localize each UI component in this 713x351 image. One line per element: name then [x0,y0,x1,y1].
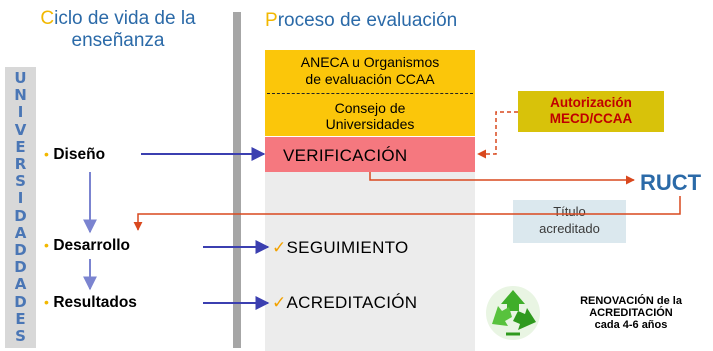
arrow-verificacion-ruct [369,172,635,185]
consejo-line2: Universidades [325,116,415,132]
uni-letter: A [14,275,27,294]
bullet-icon: • [44,294,49,310]
consejo-line1: Consejo de [334,100,406,116]
column-divider [233,12,241,348]
titulo-line1: Título [553,204,586,219]
right-heading: Proceso de evaluación [265,10,457,32]
aneca-line1: ANECA u Organismos [300,54,440,70]
renovacion-line1: RENOVACIÓN de la [580,295,682,307]
acreditacion-label: ✓ACREDITACIÓN [272,293,417,313]
left-heading-rest: iclo de vida de la [54,8,196,29]
arrow-ruct-desarrollo [133,196,681,231]
left-heading-line2: enseñanza [71,30,165,51]
right-heading-initial: P [265,10,278,31]
aneca-line2: de evaluación CCAA [305,71,435,87]
titulo-acreditado-note: Título acreditado [513,200,626,243]
uni-letter: N [14,86,27,105]
uni-letter: I [17,103,24,122]
verificacion-box [265,137,475,172]
stage-diseno: • Diseño [44,146,105,164]
universidades-bar [5,67,36,348]
uni-letter: E [15,309,26,328]
bullet-icon: • [44,237,49,253]
ruct-label: RUCT [640,170,702,195]
autorizacion-line2: MECD/CCAA [549,111,633,126]
renovacion-label: RENOVACIÓN de la ACREDITACIÓN cada 4-6 a… [560,295,702,331]
uni-letter: A [14,223,27,242]
titulo-line2: acreditado [539,221,600,236]
uni-letter: I [17,189,24,208]
left-heading-initial: C [40,8,55,29]
uni-letter: S [15,172,26,191]
aneca-label: ANECA u Organismos de evaluación CCAA [265,54,475,88]
left-heading: Ciclo de vida de la enseñanza [8,8,228,52]
acreditacion-text: ACREDITACIÓN [286,293,418,312]
seguimiento-label: ✓SEGUIMIENTO [272,238,409,258]
uni-letter: E [15,137,26,156]
aneca-divider [267,93,473,94]
stage-diseno-label: Diseño [53,146,106,163]
check-icon: ✓ [272,238,287,257]
stage-desarrollo: • Desarrollo [44,237,130,255]
verificacion-label: VERIFICACIÓN [283,146,408,165]
renovacion-line3: cada 4-6 años [594,319,668,331]
uni-letter: U [14,69,27,87]
uni-letter: V [14,120,27,139]
uni-letter: D [14,292,27,311]
seguimiento-text: SEGUIMIENTO [286,238,409,257]
recycle-icon [486,286,540,340]
stage-resultados-label: Resultados [53,294,137,311]
process-panel [265,172,475,351]
uni-letter: D [14,258,27,277]
check-icon: ✓ [272,293,287,312]
consejo-label: Consejo de Universidades [265,100,475,132]
autorizacion-box: Autorización MECD/CCAA [518,91,664,132]
stage-resultados: • Resultados [44,294,137,312]
uni-letter: S [15,327,26,346]
uni-letter: D [14,206,27,225]
renovacion-line2: ACREDITACIÓN [589,307,673,319]
bullet-icon: • [44,146,49,162]
universidades-label: U N I V E R S I D A D D A D E S [5,69,36,346]
uni-letter: R [14,155,27,174]
uni-letter: D [14,241,27,260]
right-heading-rest: roceso de evaluación [277,10,458,31]
stage-desarrollo-label: Desarrollo [53,237,131,254]
arrow-autorizacion-verificacion [477,111,518,159]
autorizacion-line1: Autorización [550,95,632,110]
